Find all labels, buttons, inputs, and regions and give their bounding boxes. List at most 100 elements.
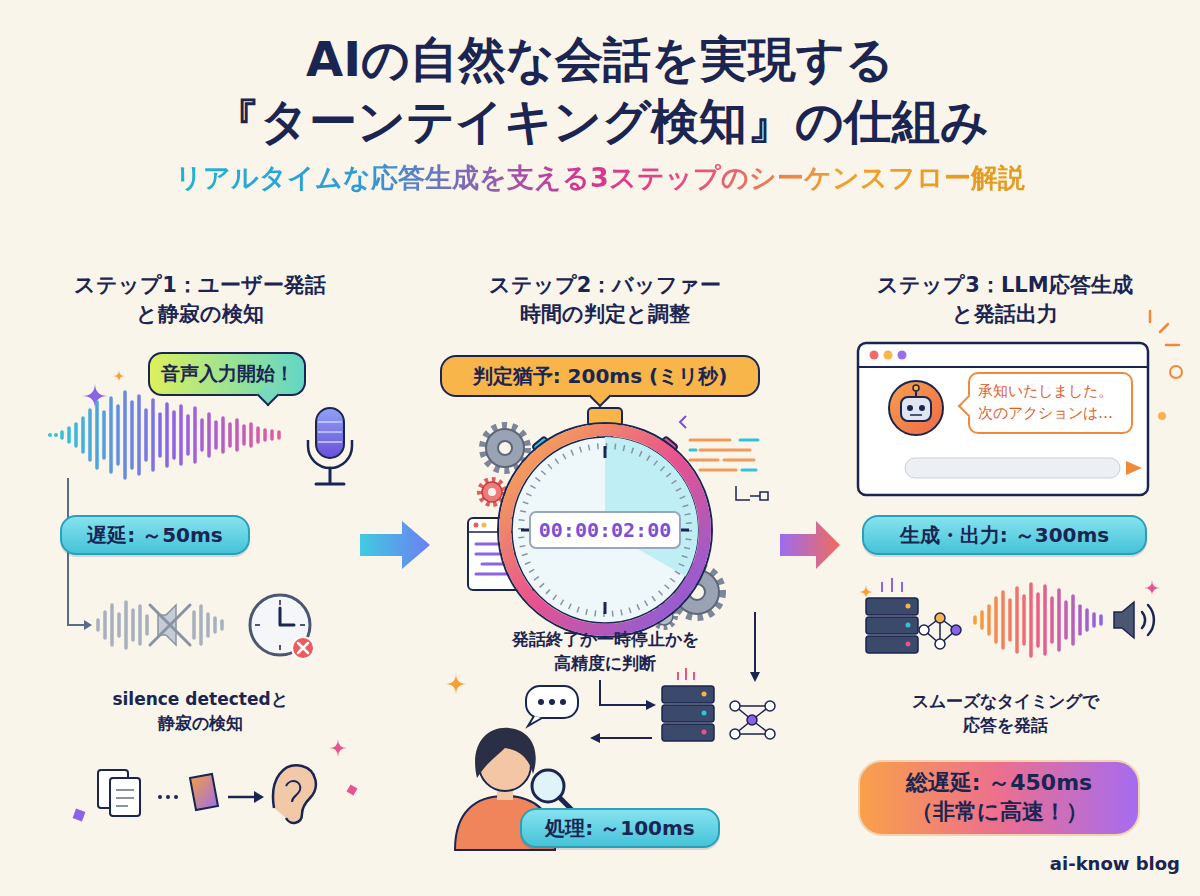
gear-icon [498, 441, 512, 455]
browser-window [858, 343, 1148, 495]
step-note: 発話終了か一時停止かを 高精度に判断 [485, 628, 725, 676]
clock-icon [280, 608, 294, 625]
node-text: 承知いたしました。 次のアクションは… [978, 381, 1123, 425]
muted-waveform [158, 605, 176, 645]
browser-window [858, 311, 1182, 495]
muted-waveform [98, 602, 222, 648]
browser-window [905, 458, 1120, 478]
sparkle [1144, 580, 1160, 596]
process-icons [166, 795, 170, 799]
timer-display: 00:00:02:00 [530, 512, 680, 548]
output-icons [866, 617, 918, 634]
leader-line [646, 700, 656, 710]
sparkle [347, 785, 358, 796]
code-window [736, 486, 760, 500]
sparkle [82, 383, 108, 409]
sparkle [329, 739, 347, 757]
server-icon [730, 701, 740, 711]
sound-waveform [62, 392, 279, 478]
latency-pill: 生成・出力: ～300ms [862, 515, 1147, 555]
server-icon [765, 729, 775, 739]
server-icon [662, 686, 714, 703]
microphone-icon [308, 408, 352, 484]
output-icons [975, 584, 1101, 656]
stopwatch-icon [498, 423, 712, 637]
leader-line [750, 672, 760, 682]
speech-bubble: 音声入力開始！ [148, 352, 306, 396]
server-icon [730, 729, 740, 739]
process-icons [174, 795, 178, 799]
server-icon [747, 715, 757, 725]
output-icons [906, 642, 911, 647]
stopwatch-icon [505, 430, 705, 630]
output-icons [935, 613, 945, 623]
stopwatch-icon [530, 512, 680, 548]
output-icons [866, 636, 918, 653]
clock-icon [250, 595, 310, 655]
sound-waveform [54, 433, 58, 437]
stopwatch-icon [521, 446, 689, 614]
stopwatch-icon [521, 446, 689, 614]
output-icons [906, 623, 911, 628]
browser-window [910, 414, 922, 416]
latency-pill: 処理: ～100ms [520, 808, 720, 848]
process-icons [116, 790, 134, 806]
chat-bubble: 承知いたしました。 次のアクションは… [968, 372, 1133, 434]
sparkle [73, 809, 86, 822]
leader-line [754, 612, 756, 672]
sound-waveform [48, 392, 279, 478]
total-latency-box: 総遅延: ～450ms （非常に高速！） [858, 760, 1140, 836]
flow-arrow [360, 521, 430, 569]
clock-icon [292, 637, 314, 659]
output-icons [951, 625, 961, 635]
process-icons [273, 765, 316, 823]
browser-window [898, 351, 907, 360]
microphone-icon [318, 422, 342, 442]
process-icons [110, 778, 140, 816]
person-illustration [475, 728, 536, 778]
server-icon [735, 706, 770, 734]
stopwatch-icon [498, 408, 712, 637]
server-icon [662, 705, 714, 722]
browser-window [1150, 311, 1179, 345]
leader-line [600, 680, 646, 705]
node-text: 判定猶予: 200ms (ミリ秒) [473, 363, 728, 390]
person-illustration [549, 699, 555, 705]
output-icons [866, 578, 1154, 656]
server-icon [702, 730, 707, 735]
person-illustration [526, 686, 578, 718]
browser-window [870, 351, 879, 360]
browser-window [901, 397, 931, 421]
subtitle: リアルタイムな応答生成を支える3ステップのシーケンスフロー解説 [175, 160, 1025, 196]
browser-window [919, 405, 925, 411]
step-column: ステップ2：バッファー 時間の判定と調整判定猶予: 200ms (ミリ秒)処理:… [430, 265, 780, 825]
node-text: 総遅延: ～450ms （非常に高速！） [870, 769, 1128, 826]
browser-window [1170, 366, 1182, 378]
server-icon [662, 668, 775, 741]
output-icons [1142, 605, 1154, 635]
stopwatch-icon [512, 437, 698, 623]
person-illustration [538, 699, 544, 705]
leader-line [600, 737, 652, 739]
person-illustration [560, 699, 566, 705]
watermark: ai-know blog [1030, 853, 1180, 874]
step-heading: ステップ2：バッファー 時間の判定と調整 [430, 265, 780, 330]
gear-icon [482, 482, 502, 502]
browser-window [907, 405, 913, 411]
code-window [482, 523, 487, 528]
sparkle [445, 673, 467, 695]
gear-icon [480, 480, 504, 504]
server-icon [765, 701, 775, 711]
process-icons [254, 791, 264, 803]
browser-window [1158, 412, 1166, 420]
step-column: ステップ3：LLM応答生成 と発話出力承知いたしました。 次のアクションは…生成… [840, 265, 1170, 825]
leader-line [590, 733, 600, 743]
node-text: 遅延: ～50ms [87, 522, 223, 549]
sparkle [113, 370, 125, 382]
process-icons [158, 795, 162, 799]
gear-icon [480, 480, 504, 504]
browser-window [859, 366, 1147, 368]
step-note: silence detectedと 静寂の検知 [100, 688, 300, 736]
browser-window [913, 385, 919, 391]
